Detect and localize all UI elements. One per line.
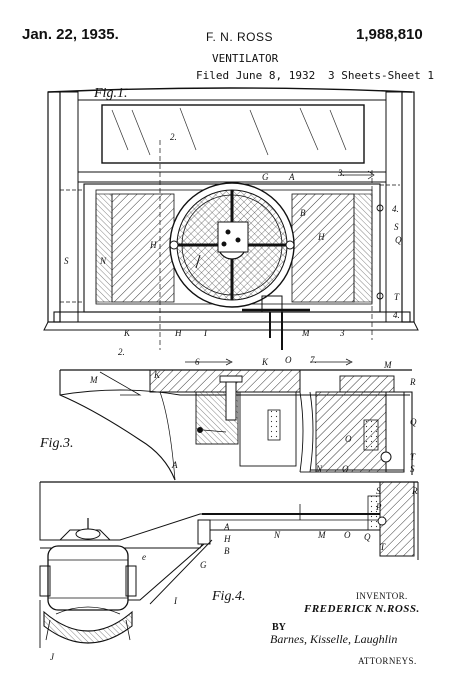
fig1-ref: S bbox=[64, 256, 69, 266]
fig3-reference-letters: M K R Q A N O O T S bbox=[89, 370, 417, 474]
fig1-ref: O bbox=[285, 355, 292, 365]
fig1-ref: G bbox=[262, 172, 269, 182]
fig4-ref: G bbox=[200, 560, 207, 570]
fig3-ref: R bbox=[409, 377, 416, 387]
fig1-ref: H bbox=[317, 232, 325, 242]
patent-title: VENTILATOR bbox=[212, 52, 279, 65]
fig1-ref: S bbox=[394, 222, 399, 232]
fig3-ref: K bbox=[153, 370, 161, 380]
fig1-ref: 2. bbox=[170, 132, 177, 142]
attorneys-signature: Barnes, Kisselle, Laughlin bbox=[270, 632, 398, 646]
fig4-ref: P bbox=[375, 502, 382, 512]
fig1-ref: K bbox=[261, 357, 269, 367]
fig1-ref: M bbox=[383, 360, 392, 370]
fig4-ref: J bbox=[50, 652, 55, 662]
fig1-ref: 6 bbox=[195, 357, 200, 367]
fig1-ref: Q bbox=[395, 235, 402, 245]
fig1-ref: H bbox=[174, 328, 182, 338]
patent-date: Jan. 22, 1935. bbox=[22, 26, 119, 43]
fig1-ref: M bbox=[301, 328, 310, 338]
fig3-ref: Q bbox=[410, 417, 417, 427]
fig1-ref: 7. bbox=[310, 355, 317, 365]
fig1-ref: 3. bbox=[337, 168, 345, 178]
fig3-ref: S bbox=[410, 464, 415, 474]
fig1-ref: 3 bbox=[339, 328, 345, 338]
fig4-ref: O bbox=[344, 530, 351, 540]
inventor-short-name: F. N. ROSS bbox=[206, 30, 274, 44]
fig1-ref: 4. bbox=[392, 204, 399, 214]
fig4-ref: A bbox=[223, 522, 230, 532]
fig3-drawing bbox=[59, 358, 413, 481]
fig4-ref: N bbox=[273, 530, 281, 540]
fig1-ref: K bbox=[123, 328, 131, 338]
fig4-ref: R bbox=[411, 486, 418, 496]
fig4-ref: T bbox=[380, 542, 386, 552]
fig4-ref: M bbox=[317, 530, 326, 540]
fig1-ref: H bbox=[149, 240, 157, 250]
fig1-ref: 4. bbox=[393, 310, 400, 320]
fig1-label: Fig.1. bbox=[93, 86, 127, 101]
patent-number: 1,988,810 bbox=[356, 26, 423, 43]
fig4-ref: I bbox=[173, 596, 178, 606]
fig1-ref: B bbox=[300, 208, 306, 218]
sheet-count: 3 Sheets-Sheet 1 bbox=[328, 69, 434, 82]
fig4-label: Fig.4. bbox=[211, 589, 245, 604]
fig1-reference-letters: 2. 3. G A B 4. S Q H H S N T K H I M 3 2… bbox=[64, 132, 402, 370]
fig4-ref: S bbox=[376, 486, 381, 496]
fig4-ref: Q bbox=[364, 532, 371, 542]
fig1-ref: 2. bbox=[118, 347, 125, 357]
filed-date: Filed June 8, 1932 bbox=[196, 69, 316, 82]
fig3-ref: O bbox=[342, 464, 349, 474]
inventor-label: INVENTOR. bbox=[356, 591, 408, 601]
fig4-ref: H bbox=[223, 534, 231, 544]
fig3-ref: A bbox=[171, 460, 178, 470]
fig4-ref: e bbox=[142, 552, 146, 562]
fig4-drawing bbox=[39, 481, 419, 648]
fig4-reference-letters: S R P A H B N M O Q T e G I J bbox=[50, 486, 418, 662]
inventor-name: FREDERICK N.ROSS. bbox=[304, 603, 420, 615]
attorneys-label: ATTORNEYS. bbox=[358, 656, 417, 666]
by-label: BY bbox=[272, 622, 286, 633]
fig1-ref: T bbox=[394, 292, 400, 302]
fig1-ref: N bbox=[99, 256, 107, 266]
fig1-ref: I bbox=[203, 328, 208, 338]
fig3-ref: O bbox=[345, 434, 352, 444]
fig3-ref: T bbox=[410, 452, 416, 462]
fig4-ref: B bbox=[224, 546, 230, 556]
fig3-ref: M bbox=[89, 375, 98, 385]
fig3-ref: N bbox=[315, 464, 323, 474]
fig3-label: Fig.3. bbox=[39, 436, 73, 451]
fig1-ref: A bbox=[288, 172, 295, 182]
fig1-drawing bbox=[43, 87, 419, 350]
